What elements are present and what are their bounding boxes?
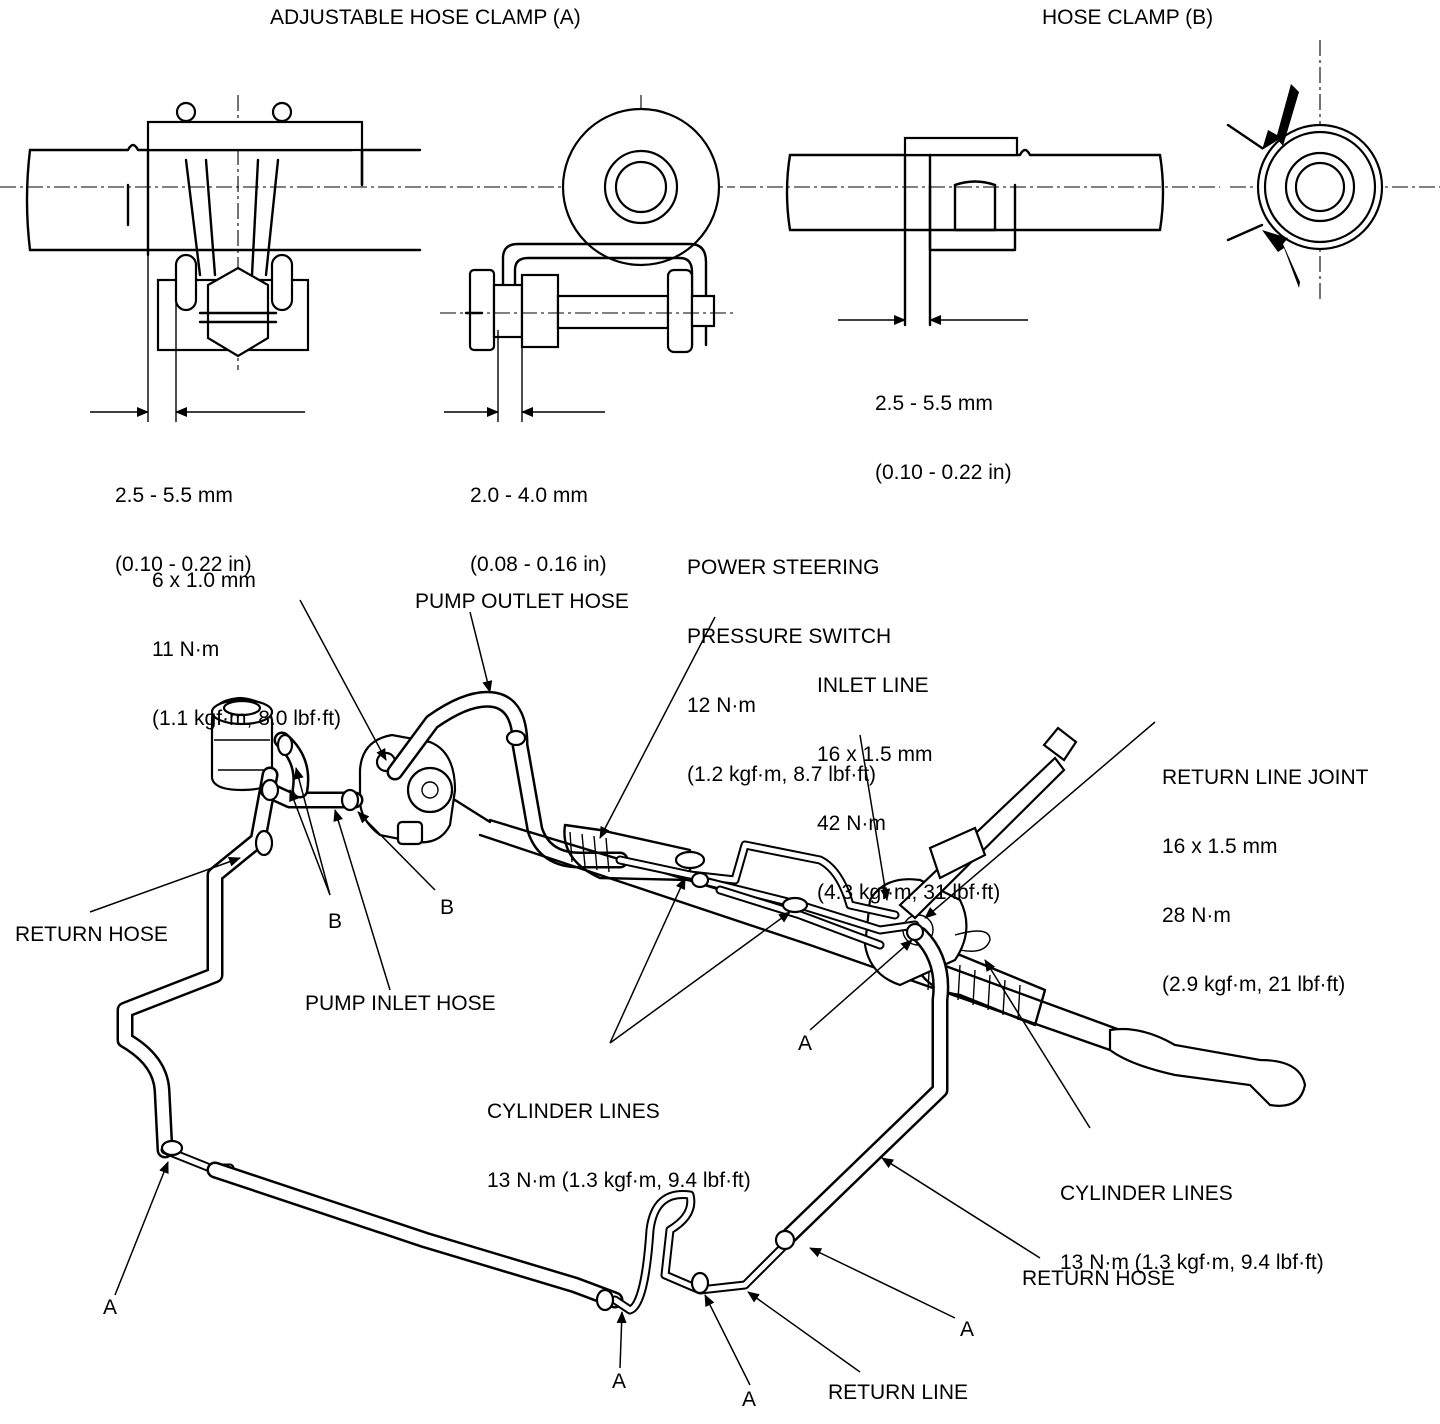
dim-in: (0.10 - 0.22 in) xyxy=(875,461,1012,484)
hose-clamps xyxy=(160,729,925,1312)
pump xyxy=(358,733,492,846)
clamp-a-marker-bottom-2: A xyxy=(742,1388,757,1411)
cylinder-lines-right-callout: CYLINDER LINES 13 N·m (1.3 kgf·m, 9.4 lb… xyxy=(1060,1136,1324,1297)
pressure-switch-callout: POWER STEERING PRESSURE SWITCH 12 N·m (1… xyxy=(687,510,891,809)
main-assembly xyxy=(89,599,1307,1386)
callout-line: 28 N·m xyxy=(1162,904,1231,927)
clamp-a-marker-left: A xyxy=(103,1296,118,1319)
callout-line: 6 x 1.0 mm xyxy=(152,569,256,592)
leader-lines xyxy=(89,599,1156,1386)
pump-outlet-hose-label: PUMP OUTLET HOSE xyxy=(415,590,629,613)
dim-in: (0.10 - 0.22 in) xyxy=(115,553,252,576)
callout-line: (1.2 kgf·m, 8.7 lbf·ft) xyxy=(687,763,877,786)
clamp-a-marker-bottom-1: A xyxy=(612,1370,627,1393)
dim-mm: 2.5 - 5.5 mm xyxy=(115,484,233,507)
callout-line: 13 N·m (1.3 kgf·m, 9.4 lbf·ft) xyxy=(487,1169,751,1192)
clamp-b-side-view xyxy=(740,136,1220,327)
callout-line: CYLINDER LINES xyxy=(487,1100,660,1123)
clamp-a-bolt-dimension: 2.0 - 4.0 mm (0.08 - 0.16 in) xyxy=(470,438,607,599)
dim-mm: 2.5 - 5.5 mm xyxy=(875,392,993,415)
callout-line: 42 N·m xyxy=(817,812,886,835)
dim-in: (0.08 - 0.16 in) xyxy=(470,553,607,576)
clamp-b-gap-dimension: 2.5 - 5.5 mm (0.10 - 0.22 in) xyxy=(875,346,1012,507)
return-hose-right-label: RETURN HOSE xyxy=(1022,1267,1175,1290)
return-line-label: RETURN LINE xyxy=(828,1381,969,1404)
clamp-b-marker-right: B xyxy=(440,896,455,919)
inlet-line-callout: INLET LINE 16 x 1.5 mm 42 N·m (4.3 kgf·m… xyxy=(817,628,1000,927)
clamp-a-marker-right: A xyxy=(960,1318,975,1341)
clamp-b-marker-left: B xyxy=(328,910,343,933)
callout-line: 16 x 1.5 mm xyxy=(1162,835,1278,858)
callout-line: 12 N·m xyxy=(687,694,756,717)
clamp-a-marker-rack: A xyxy=(798,1032,813,1055)
dim-mm: 2.0 - 4.0 mm xyxy=(470,484,588,507)
callout-line: (1.1 kgf·m, 8.0 lbf·ft) xyxy=(152,707,342,730)
reservoir xyxy=(210,696,274,792)
pump-inlet-hose-label: PUMP INLET HOSE xyxy=(305,992,496,1015)
callout-line: INLET LINE xyxy=(817,674,929,697)
clamp-b-end-view xyxy=(1226,40,1440,300)
clamp-a-title: ADJUSTABLE HOSE CLAMP (A) xyxy=(270,6,581,29)
callout-line: 11 N·m xyxy=(152,638,220,661)
clamp-a-gap-dimension: 2.5 - 5.5 mm (0.10 - 0.22 in) xyxy=(115,438,252,599)
clamp-a-end-view xyxy=(430,95,735,422)
callout-line: 13 N·m (1.3 kgf·m, 9.4 lbf·ft) xyxy=(1060,1251,1324,1274)
cylinder-lines-center-callout: CYLINDER LINES 13 N·m (1.3 kgf·m, 9.4 lb… xyxy=(487,1054,751,1215)
return-hose-left-label: RETURN HOSE xyxy=(15,923,168,946)
callout-line: 16 x 1.5 mm xyxy=(817,743,933,766)
callout-line: (2.9 kgf·m, 21 lbf·ft) xyxy=(1162,973,1346,996)
callout-line: RETURN LINE JOINT xyxy=(1162,766,1369,789)
clamp-b-title: HOSE CLAMP (B) xyxy=(1042,6,1214,29)
clamp-a-side-view xyxy=(0,95,440,422)
callout-line: PRESSURE SWITCH xyxy=(687,625,892,648)
callout-line: POWER STEERING xyxy=(687,556,880,579)
callout-line: CYLINDER LINES xyxy=(1060,1182,1233,1205)
bolt-torque-callout: 6 x 1.0 mm 11 N·m (1.1 kgf·m, 8.0 lbf·ft… xyxy=(152,523,341,753)
return-line-joint-callout: RETURN LINE JOINT 16 x 1.5 mm 28 N·m (2.… xyxy=(1162,720,1369,1019)
callout-line: (4.3 kgf·m, 31 lbf·ft) xyxy=(817,881,1001,904)
